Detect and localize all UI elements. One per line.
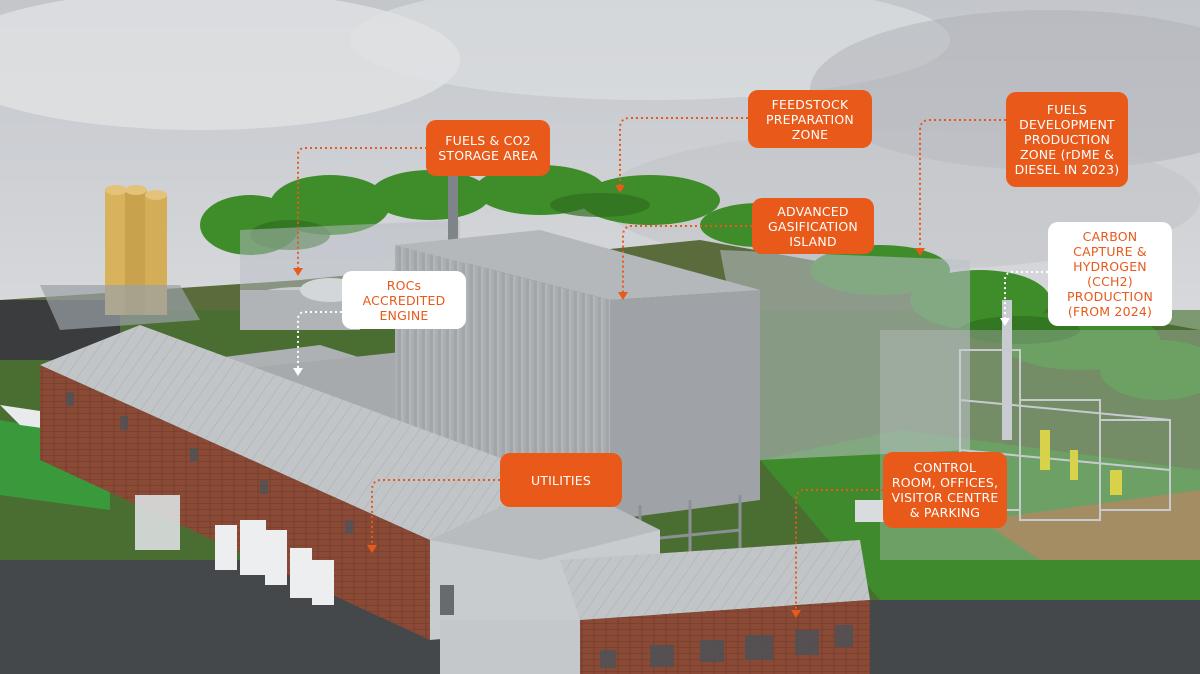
label-line: VISITOR CENTRE (891, 490, 999, 505)
label-line: CONTROL (913, 460, 977, 475)
label-line: CARBON (1082, 229, 1138, 244)
label-line: ZONE (791, 126, 829, 142)
label-line: FEEDSTOCK (771, 96, 849, 112)
label-line: STORAGE AREA (438, 148, 538, 163)
label-line: PREPARATION (766, 111, 854, 127)
label-line: ISLAND (789, 233, 837, 249)
label-line: ZONE (rDME & (1019, 147, 1115, 162)
label-line: ROOM, OFFICES, (891, 475, 999, 490)
label-line: FUELS & CO2 (445, 133, 531, 148)
label-utilities: UTILITIES (500, 453, 622, 507)
label-line: HYDROGEN (1073, 259, 1147, 274)
label-line: (FROM 2024) (1067, 304, 1153, 319)
label-line: PRODUCTION (1023, 132, 1111, 147)
label-line: ENGINE (379, 307, 429, 323)
label-line: ROCs (386, 277, 422, 293)
label-line: UTILITIES (530, 472, 592, 488)
label-line: ACCREDITED (362, 292, 446, 308)
label-line: PRODUCTION (1066, 289, 1154, 304)
label-line: DIESEL IN 2023) (1014, 162, 1120, 177)
label-line: ADVANCED (777, 203, 849, 219)
label-line: CAPTURE & (1073, 244, 1147, 259)
label-line: GASIFICATION (768, 218, 858, 234)
label-line: (CCH2) (1087, 274, 1133, 289)
label-line: DEVELOPMENT (1019, 117, 1115, 132)
label-line: & PARKING (909, 505, 981, 520)
label-line: FUELS (1046, 102, 1088, 117)
